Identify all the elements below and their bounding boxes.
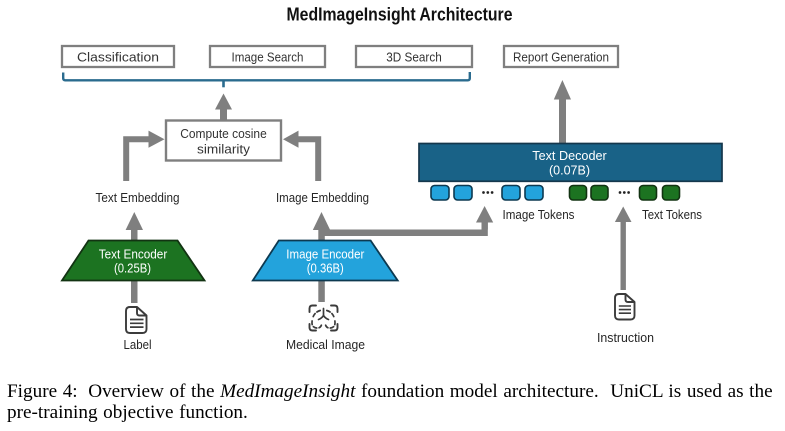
svg-text:Medical Image: Medical Image [286, 338, 365, 352]
svg-text:Text Decoder: Text Decoder [532, 149, 607, 163]
svg-text:MedImageInsight Architecture: MedImageInsight Architecture [287, 5, 513, 25]
svg-text:Image Tokens: Image Tokens [503, 208, 575, 222]
svg-text:Image Search: Image Search [232, 51, 304, 65]
svg-text:Instruction: Instruction [597, 331, 654, 345]
svg-text:Text Encoder: Text Encoder [99, 248, 168, 262]
svg-text:(0.07B): (0.07B) [549, 164, 590, 178]
svg-text:(0.36B): (0.36B) [307, 262, 344, 276]
svg-text:Text Tokens: Text Tokens [642, 208, 702, 222]
svg-text:Image Embedding: Image Embedding [276, 191, 369, 205]
svg-text:Classification: Classification [77, 51, 159, 65]
svg-text:Report Generation: Report Generation [513, 51, 609, 65]
svg-text:Label: Label [124, 338, 152, 352]
svg-text:Compute cosine: Compute cosine [180, 127, 267, 141]
svg-text:3D Search: 3D Search [386, 51, 442, 65]
svg-text:(0.25B): (0.25B) [114, 262, 151, 276]
svg-text:Text Embedding: Text Embedding [96, 191, 180, 205]
svg-text:Image Encoder: Image Encoder [286, 248, 364, 262]
svg-text:similarity: similarity [197, 142, 251, 156]
